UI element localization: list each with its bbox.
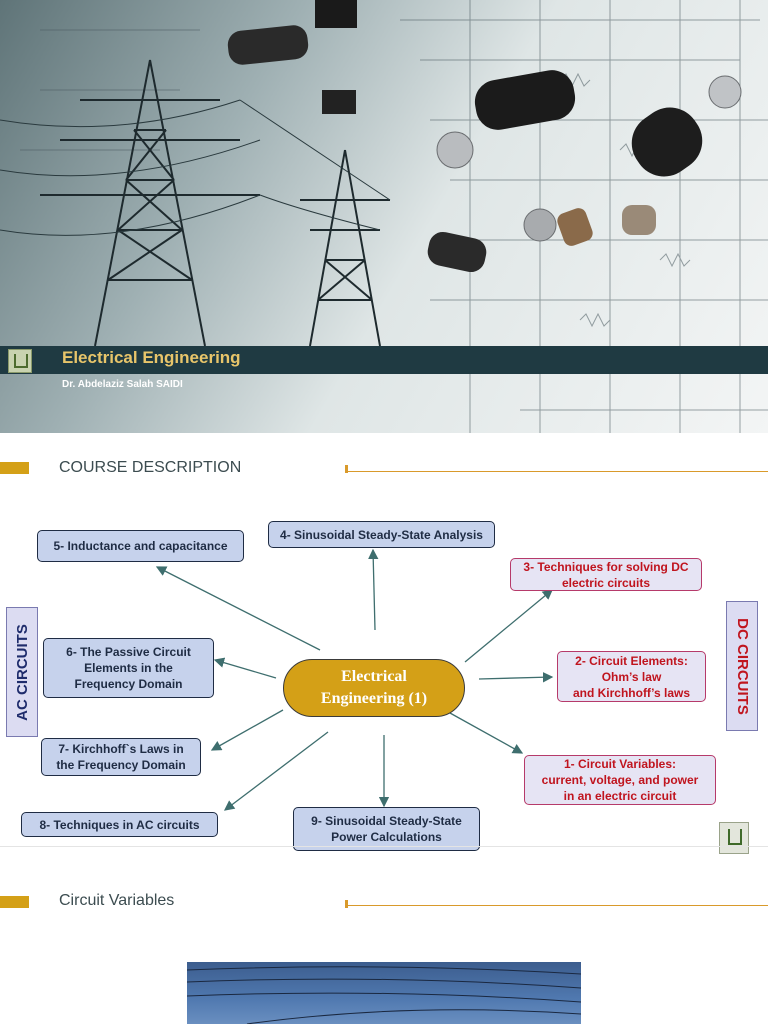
central-topic: Electrical Engineering (1) bbox=[283, 659, 465, 717]
heading-rule bbox=[346, 471, 768, 472]
arrow-to-node-4 bbox=[368, 548, 379, 631]
university-logo-icon bbox=[8, 349, 32, 373]
arrow-to-node-1 bbox=[449, 712, 524, 754]
topic-node-3: 3- Techniques for solving DC electric ci… bbox=[510, 558, 702, 591]
arrow-to-node-2 bbox=[478, 672, 554, 683]
arrow-to-node-6 bbox=[213, 657, 277, 679]
topic-node-9: 9- Sinusoidal Steady-State Power Calcula… bbox=[293, 807, 480, 851]
power-lines-photo bbox=[187, 962, 581, 1024]
university-logo-small-icon bbox=[719, 822, 749, 854]
presentation-title: Electrical Engineering bbox=[62, 348, 241, 367]
section-marker-2 bbox=[0, 896, 29, 908]
topic-node-8: 8- Techniques in AC circuits bbox=[21, 812, 218, 837]
topic-node-4: 4- Sinusoidal Steady-State Analysis bbox=[268, 521, 495, 548]
title-bar bbox=[0, 346, 768, 374]
heading-rule-2 bbox=[346, 905, 768, 906]
topic-node-2: 2- Circuit Elements: Ohm’s law and Kirch… bbox=[557, 651, 706, 702]
power-lines-drawing bbox=[187, 966, 581, 1024]
topic-node-7: 7- Kirchhoff`s Laws in the Frequency Dom… bbox=[41, 738, 201, 776]
course-description-slide: COURSE DESCRIPTION Electrical Engineerin… bbox=[0, 440, 768, 854]
arrow-to-node-8 bbox=[223, 731, 329, 811]
title-slide: Electrical Engineering Dr. Abdelaziz Sal… bbox=[0, 0, 768, 433]
section-heading: COURSE DESCRIPTION bbox=[59, 459, 242, 476]
arrow-to-node-5 bbox=[155, 566, 321, 651]
heading-rule-tick-2 bbox=[345, 900, 348, 908]
ac-circuits-text: AC CIRCUITS bbox=[13, 623, 31, 721]
title-slide-background bbox=[0, 0, 768, 433]
mind-map-connectors bbox=[155, 548, 554, 811]
arrow-to-node-3 bbox=[464, 589, 554, 663]
topic-node-5: 5- Inductance and capacitance bbox=[37, 530, 244, 562]
arrow-to-node-7 bbox=[210, 709, 284, 751]
section-marker bbox=[0, 462, 29, 474]
section-heading-2: Circuit Variables bbox=[59, 892, 175, 909]
author-name: Dr. Abdelaziz Salah SAIDI bbox=[62, 379, 183, 390]
dc-circuits-text: DC CIRCUITS bbox=[733, 617, 751, 715]
heading-rule-tick bbox=[345, 465, 348, 473]
topic-node-1: 1- Circuit Variables: current, voltage, … bbox=[524, 755, 716, 805]
topic-node-6: 6- The Passive Circuit Elements in the F… bbox=[43, 638, 214, 698]
ac-circuits-label: AC CIRCUITS bbox=[6, 607, 38, 737]
dc-circuits-label: DC CIRCUITS bbox=[726, 601, 758, 731]
slide-divider bbox=[0, 846, 768, 847]
